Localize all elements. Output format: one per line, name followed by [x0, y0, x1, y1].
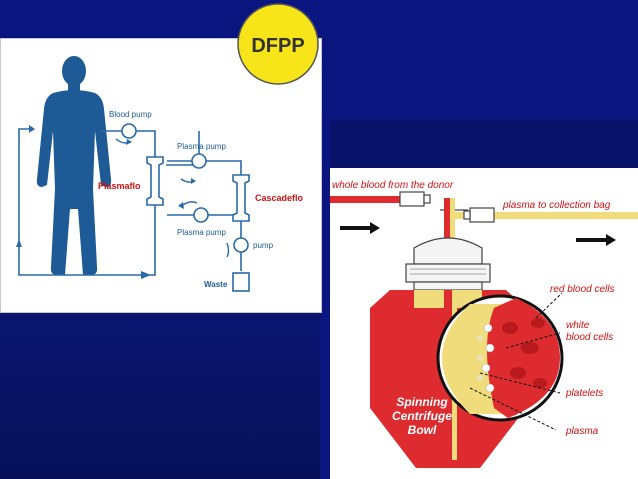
label-leader-lines	[469, 292, 563, 431]
slide-background-stripe	[330, 120, 638, 170]
filter-icons	[146, 156, 250, 292]
bowl-label-2: Centrifuge	[392, 409, 452, 423]
dfpp-circuit-diagram: Blood pump Plasma pump Plasma pump Plasm…	[0, 38, 322, 313]
cascadeflo-filter-icon	[232, 174, 250, 222]
bowl-label-1: Spinning	[396, 395, 448, 409]
dfpp-badge-text: DFPP	[251, 35, 304, 57]
blood-pump-icon	[121, 123, 137, 139]
bowl-cap	[405, 237, 491, 291]
waste-bag-icon	[232, 272, 250, 292]
dfpp-badge: DFPP	[237, 3, 319, 85]
pump-label: pump	[253, 241, 274, 250]
centrifuge-diagram: whole blood from the donor plasma to col…	[330, 168, 638, 479]
plasma-pump-top-icon	[191, 153, 207, 169]
slide-background-lower	[0, 300, 320, 479]
whole-blood-label: whole blood from the donor	[332, 180, 454, 191]
pump-icons	[121, 123, 249, 253]
plasma-pump-bottom-icon	[193, 207, 209, 223]
white-blood-cells-label-2: blood cells	[566, 332, 613, 343]
patient-figure-icon	[36, 56, 112, 275]
outflow-arrow-icon	[576, 234, 616, 246]
inflow-arrow-icon	[340, 222, 380, 234]
slide-background-upper-right	[330, 0, 638, 140]
platelets-label: platelets	[565, 388, 603, 399]
plasmaflo-label: Plasmaflo	[98, 181, 141, 191]
connector-icons	[399, 191, 495, 223]
waste-pump-icon	[233, 237, 249, 253]
plasmaflo-filter-icon	[146, 156, 164, 206]
plasma-pump-bottom-label: Plasma pump	[177, 228, 226, 237]
magnified-view	[436, 294, 564, 422]
cascadeflo-label: Cascadeflo	[255, 193, 304, 203]
red-blood-cells-label: red blood cells	[550, 284, 614, 295]
plasma-label: plasma	[565, 426, 599, 437]
bowl-label-3: Bowl	[408, 423, 437, 437]
waste-label: Waste	[204, 280, 228, 289]
flow-arrows	[16, 125, 230, 279]
tubing	[330, 196, 638, 219]
plasma-pump-top-label: Plasma pump	[177, 142, 226, 151]
blood-pump-label: Blood pump	[109, 110, 152, 119]
inflow-tube	[444, 198, 452, 240]
outflow-tube	[450, 198, 455, 240]
dfpp-circuit-svg: Blood pump Plasma pump Plasma pump Plasm…	[16, 56, 304, 292]
white-blood-cells-label-1: white	[566, 320, 590, 331]
centrifuge-svg: whole blood from the donor plasma to col…	[330, 180, 638, 468]
plasma-to-bag-label: plasma to collection bag	[502, 200, 611, 211]
